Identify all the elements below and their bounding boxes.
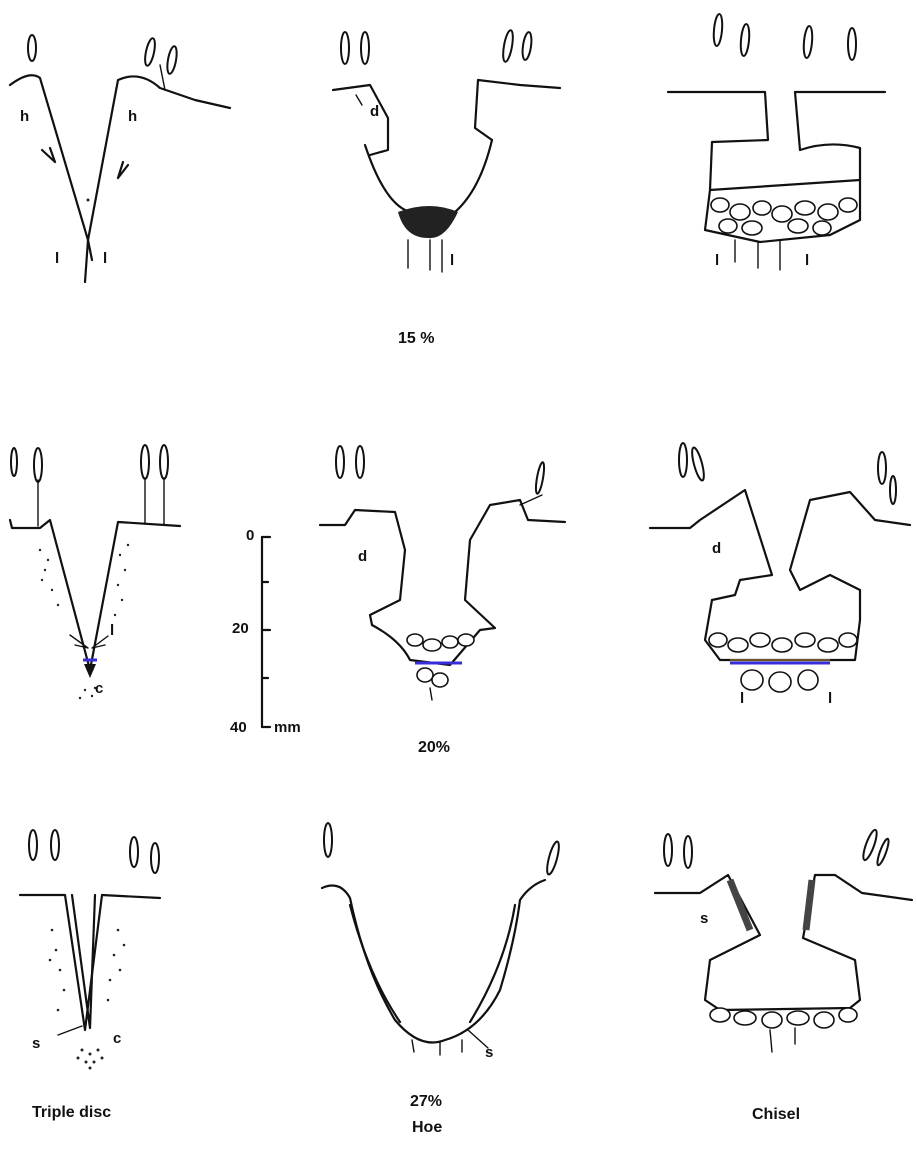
panel-r2c3-chisel-furrow: [650, 443, 910, 692]
label-c-r2c1: c: [95, 680, 103, 697]
dots-r2c1: [39, 544, 129, 699]
scale-unit: mm: [274, 719, 301, 736]
panel-r2c2-u-furrow: [320, 446, 565, 700]
label-l-r2c3-right: l: [828, 690, 832, 707]
clod-layer-r1c3: [711, 198, 857, 235]
label-d-r2c2: d: [358, 548, 367, 565]
panel-r2c1-v-slot: [10, 445, 180, 699]
scale-tick-40: 40: [230, 719, 247, 736]
label-d-r1c2: d: [370, 103, 379, 120]
label-l-r2c3-left: l: [740, 690, 744, 707]
scale-tick-0: 0: [246, 527, 254, 544]
caption-15-percent: 15 %: [398, 330, 434, 348]
panel-r3c3-chisel: [655, 829, 912, 1052]
label-h-left: h: [20, 108, 29, 125]
caption-hoe: Hoe: [412, 1119, 442, 1137]
label-l-r1c2: l: [450, 252, 454, 269]
caption-chisel: Chisel: [752, 1106, 800, 1124]
panel-r1c2-u-furrow: [333, 30, 560, 272]
panel-r3c1-triple-disc: [20, 830, 160, 1070]
caption-triple-disc: Triple disc: [32, 1104, 111, 1122]
label-l-r1c1-right: l: [103, 250, 107, 267]
label-l-r2c1: l: [110, 622, 114, 639]
label-l-r1c1-left: l: [55, 250, 59, 267]
label-s-r3c3: s: [700, 910, 708, 927]
panel-r1c1-v-slot: [10, 35, 230, 282]
label-l-r1c3-right: l: [805, 252, 809, 269]
label-d-r2c3: d: [712, 540, 721, 557]
label-h-right: h: [128, 108, 137, 125]
label-s-r3c1: s: [32, 1035, 40, 1052]
scale-tick-20: 20: [232, 620, 249, 637]
panel-r3c2-hoe: [322, 823, 561, 1055]
caption-27-percent: 27%: [410, 1093, 442, 1111]
caption-20-percent: 20%: [418, 739, 450, 757]
label-l-r1c3-left: l: [715, 252, 719, 269]
clod-layer-r3c3: [710, 1008, 857, 1028]
label-s-r3c2: s: [485, 1044, 493, 1061]
label-c-r3c1: c: [113, 1030, 121, 1047]
scale-bar: [262, 537, 270, 727]
panel-r1c3-chisel-furrow: [668, 14, 885, 270]
